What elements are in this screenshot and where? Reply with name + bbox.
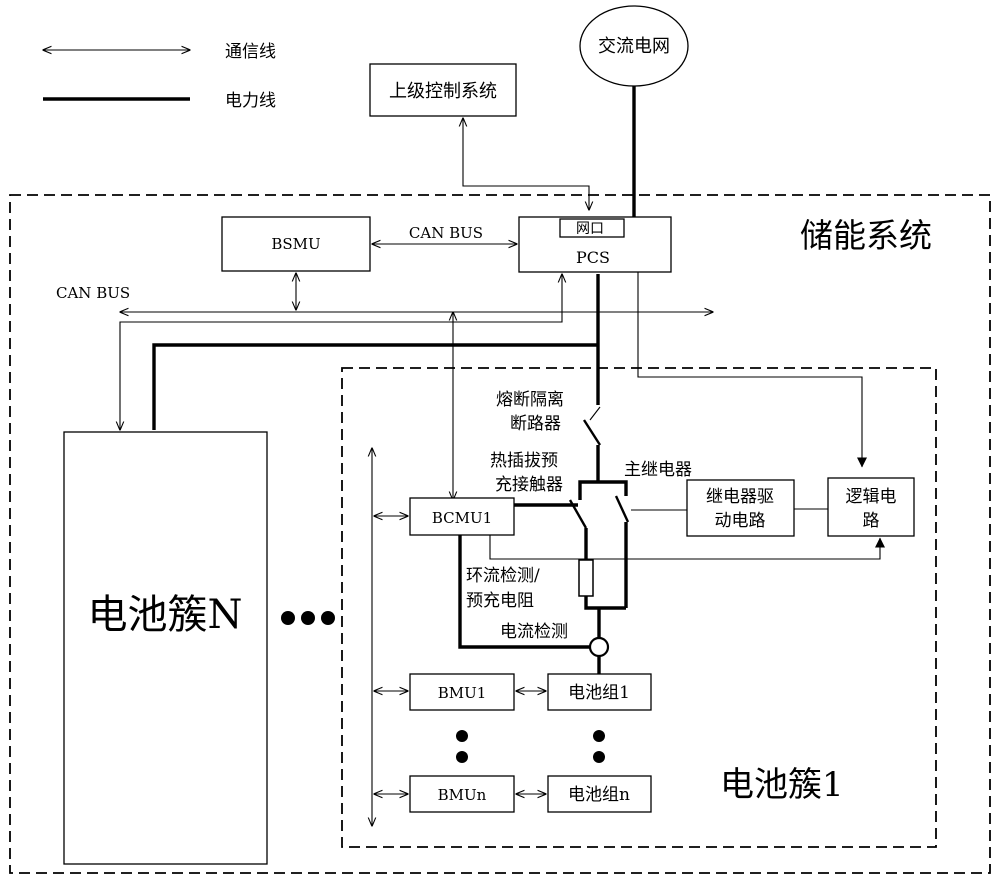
energy-storage-system-boundary (9, 194, 991, 874)
cluster-continuation-dots (281, 611, 335, 625)
fuse-breaker-label-line1: 熔断隔离 (496, 390, 564, 410)
logic-circuit-label-line1: 逻辑电 (846, 487, 897, 507)
relay-driver-box (686, 479, 795, 537)
battery-group-n-label: 电池组n (568, 785, 630, 805)
main-relay-blade (614, 495, 630, 523)
circulation-resistor-label-line2: 预充电阻 (466, 591, 534, 611)
battery-cluster-n-box (63, 431, 268, 865)
upper-control-label: 上级控制系统 (389, 81, 497, 102)
battery-cluster-1-label: 电池簇1 (720, 765, 844, 805)
pcs-cluster-n-comm-link (120, 274, 562, 430)
fuse-switch-blade (582, 419, 602, 446)
legend-comm-label: 通信线 (225, 42, 276, 62)
upper-control-comm-link (463, 118, 589, 210)
bcmu1-label: BCMU1 (432, 509, 492, 527)
bcmu1-box (409, 497, 515, 536)
logic-circuit-label-line2: 路 (863, 511, 880, 531)
relay-driver-label-line1: 继电器驱 (706, 487, 774, 507)
precharge-return-line (584, 596, 626, 610)
legend: 通信线 电力线 (43, 42, 276, 111)
battery-group-n-box (547, 775, 652, 813)
battery-cluster-1-boundary (341, 367, 937, 848)
current-detect-label: 电流检测 (500, 622, 568, 642)
bmun-box (409, 775, 515, 813)
pcs-label: PCS (576, 248, 610, 267)
legend-power-label: 电力线 (225, 91, 276, 111)
can-bus-left-label: CAN BUS (56, 284, 130, 302)
can-bus-top-label: CAN BUS (409, 224, 483, 242)
cluster-n-power-line (152, 343, 598, 430)
relay-driver-label-line2: 动电路 (715, 511, 766, 531)
fuse-switch-top-mark (589, 406, 601, 421)
pcs-logic-control-line (637, 272, 867, 468)
precharge-resistor (578, 559, 594, 597)
fuse-breaker-label-line2: 断路器 (510, 414, 561, 434)
hot-swap-contactor-label-line1: 热插拔预 (490, 451, 558, 471)
system-title: 储能系统 (800, 216, 932, 255)
network-port-label: 网口 (576, 221, 604, 237)
current-detect-signal-line (458, 535, 590, 649)
current-sensor (588, 636, 610, 658)
battery-cluster-n-label: 电池簇N (88, 592, 243, 638)
bmu1-label: BMU1 (438, 684, 487, 702)
logic-circuit-box (827, 477, 915, 537)
upper-control-system-box (369, 63, 517, 117)
battery-group-1-label: 电池组1 (568, 683, 630, 703)
circulation-resistor-label-line1: 环流检测/ (466, 566, 540, 586)
relay-top-bus (578, 480, 628, 500)
group-continuation-dots (456, 730, 605, 763)
bsmu-box (221, 216, 371, 272)
ac-grid-label: 交流电网 (598, 36, 670, 57)
battery-group-1-box (547, 673, 652, 711)
bcmu1-logic-signal-line (489, 535, 885, 560)
main-relay-label: 主继电器 (624, 460, 692, 480)
hot-swap-contactor-label-line2: 充接触器 (495, 475, 563, 495)
bmun-label: BMUn (438, 786, 487, 804)
bmu1-box (409, 673, 515, 711)
network-port-box (559, 218, 625, 238)
bsmu-label: BSMU (271, 235, 320, 253)
